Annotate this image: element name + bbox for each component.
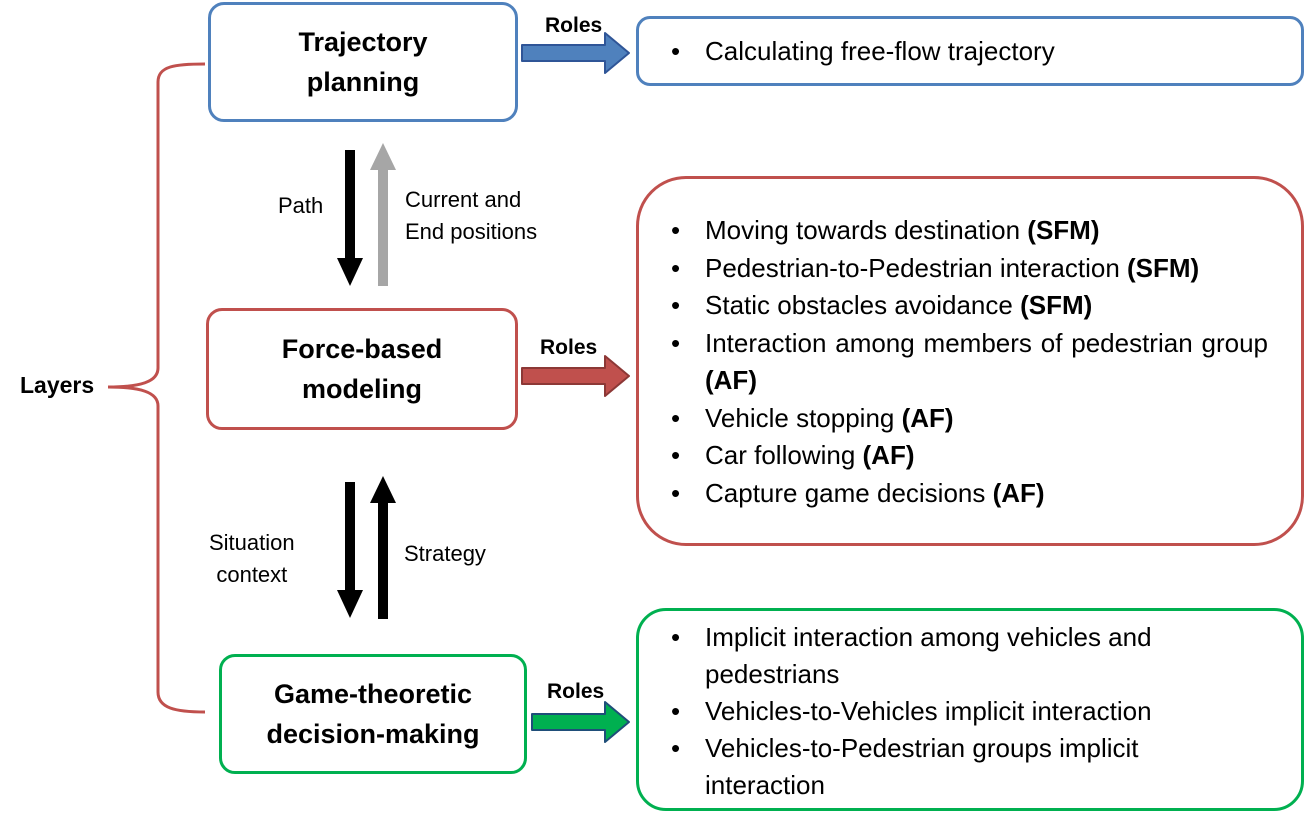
layers-brace <box>107 62 206 714</box>
current-end-line-2: End positions <box>405 219 538 244</box>
role-item: Pedestrian-to-Pedestrian interaction (SF… <box>639 250 1268 288</box>
layers-label: Layers <box>20 372 95 398</box>
roles-box-trajectory: Calculating free-flow trajectory <box>636 16 1304 86</box>
roles-arrow-trajectory <box>521 32 630 74</box>
current-end-line-1: Current and <box>405 187 522 212</box>
situation-label: Situation context <box>209 527 295 591</box>
roles-list-game: Implicit interaction among vehicles and … <box>639 619 1211 804</box>
role-item: Vehicle stopping (AF) <box>639 400 1268 438</box>
trajectory-title-line-1: Trajectory <box>298 27 428 57</box>
role-item: Car following (AF) <box>639 437 1268 475</box>
situation-arrow <box>337 482 363 618</box>
role-item: Vehicles-to-Vehicles implicit interactio… <box>639 693 1211 730</box>
role-item: Interaction among members of pedestrian … <box>639 325 1268 400</box>
role-item: Static obstacles avoidance (SFM) <box>639 287 1268 325</box>
roles-label-force: Roles <box>540 336 598 359</box>
trajectory-title-line-2: planning <box>306 67 420 97</box>
role-item: Vehicles-to-Pedestrian groups implicit i… <box>639 730 1211 804</box>
roles-list-trajectory: Calculating free-flow trajectory <box>639 33 1301 71</box>
role-item: Implicit interaction among vehicles and … <box>639 619 1211 693</box>
role-item: Capture game decisions (AF) <box>639 475 1268 513</box>
current-end-label: Current and End positions <box>405 184 537 248</box>
path-label: Path <box>278 193 324 218</box>
roles-label-trajectory: Roles <box>545 14 603 37</box>
force-title-line-1: Force-based <box>281 334 443 364</box>
game-title-line-1: Game-theoretic <box>273 679 473 709</box>
strategy-arrow <box>370 476 396 619</box>
roles-box-game: Implicit interaction among vehicles and … <box>636 608 1304 811</box>
positions-arrow <box>370 143 396 286</box>
force-title-line-2: modeling <box>302 374 422 404</box>
situation-line-1: Situation <box>209 530 295 555</box>
game-theoretic-box: Game-theoretic decision-making <box>219 654 527 774</box>
path-arrow <box>337 150 363 286</box>
roles-arrow-game <box>531 701 630 743</box>
roles-list-force: Moving towards destination (SFM) Pedestr… <box>639 212 1268 512</box>
game-title-line-2: decision-making <box>266 719 480 749</box>
force-based-modeling-box: Force-based modeling <box>206 308 518 430</box>
roles-arrow-force <box>521 355 630 397</box>
roles-label-game: Roles <box>547 680 605 703</box>
trajectory-planning-box: Trajectory planning <box>208 2 518 122</box>
role-item: Calculating free-flow trajectory <box>639 33 1301 71</box>
role-item: Moving towards destination (SFM) <box>639 212 1268 250</box>
strategy-label: Strategy <box>404 541 486 566</box>
roles-box-force: Moving towards destination (SFM) Pedestr… <box>636 176 1304 546</box>
situation-line-2: context <box>216 562 288 587</box>
